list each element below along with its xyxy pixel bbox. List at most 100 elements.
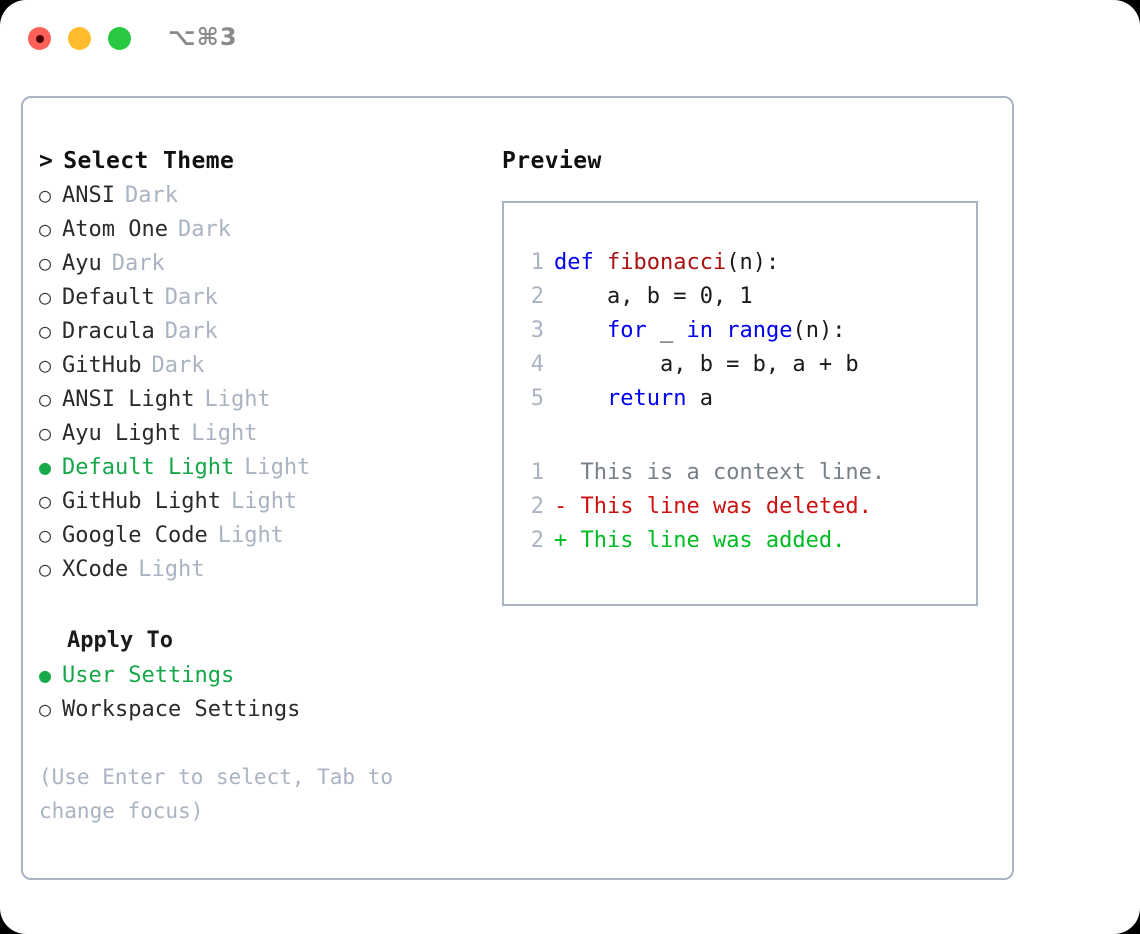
theme-row-badge: Dark bbox=[124, 183, 178, 208]
radio-unselected-icon: ○ bbox=[39, 489, 52, 513]
theme-row-default[interactable]: ○ Default Dark bbox=[39, 280, 489, 314]
keyboard-hint-text: (Use Enter to select, Tab to change focu… bbox=[39, 765, 394, 823]
theme-row-label: Google Code bbox=[62, 523, 208, 548]
diff-line-number: 2 bbox=[530, 494, 544, 519]
apply-to-row-user-settings[interactable]: ● User Settings bbox=[39, 658, 489, 692]
diff-text: This is a context line. bbox=[567, 460, 886, 485]
code-token: return bbox=[606, 386, 687, 411]
radio-unselected-icon: ○ bbox=[39, 523, 52, 547]
code-line-number: 5 bbox=[530, 386, 544, 411]
radio-unselected-icon: ○ bbox=[39, 697, 52, 721]
apply-to-row-label: User Settings bbox=[62, 663, 235, 688]
code-line: 3 for _ in range(n): bbox=[522, 314, 859, 348]
theme-row-label: Dracula bbox=[62, 319, 155, 344]
code-token: a, b = 0, 1 bbox=[554, 284, 753, 309]
apply-to-rows: ● User Settings ○ Workspace Settings bbox=[39, 658, 489, 726]
theme-selector-heading: >Select Theme bbox=[39, 144, 489, 178]
close-window-button[interactable] bbox=[28, 27, 51, 50]
diff-line-number: 2 bbox=[530, 528, 544, 553]
caret-icon: > bbox=[39, 148, 54, 174]
code-token: in bbox=[686, 318, 713, 343]
code-line: 5 return a bbox=[522, 382, 859, 416]
code-line: 4 a, b = b, a + b bbox=[522, 348, 859, 382]
theme-row-badge: Light bbox=[138, 557, 205, 582]
minimize-window-button[interactable] bbox=[68, 27, 91, 50]
theme-row-google-code[interactable]: ○ Google Code Light bbox=[39, 518, 489, 552]
code-token bbox=[554, 318, 607, 343]
radio-unselected-icon: ○ bbox=[39, 353, 52, 377]
radio-unselected-icon: ○ bbox=[39, 387, 52, 411]
radio-selected-icon: ● bbox=[39, 663, 52, 687]
code-token: fibonacci bbox=[606, 250, 727, 275]
diff-marker: + bbox=[554, 528, 568, 553]
theme-row-badge: Dark bbox=[111, 251, 165, 276]
radio-unselected-icon: ○ bbox=[39, 285, 52, 309]
theme-row-badge: Dark bbox=[177, 217, 231, 242]
diff-line: 1 This is a context line. bbox=[522, 456, 885, 490]
theme-row-badge: Light bbox=[217, 523, 284, 548]
radio-selected-icon: ● bbox=[39, 455, 52, 479]
apply-to-row-label: Workspace Settings bbox=[62, 697, 301, 722]
code-token: (n): bbox=[792, 318, 846, 343]
code-line: 2 a, b = 0, 1 bbox=[522, 280, 859, 314]
theme-row-label: Default Light bbox=[62, 455, 235, 480]
diff-line: 2+ This line was added. bbox=[522, 524, 885, 558]
theme-row-label: Atom One bbox=[62, 217, 168, 242]
code-token bbox=[713, 318, 726, 343]
theme-row-ansi-light[interactable]: ○ ANSI Light Light bbox=[39, 382, 489, 416]
apply-to-group: Apply To ● User Settings ○ Workspace Settin… bbox=[39, 624, 489, 726]
close-icon bbox=[35, 34, 44, 43]
radio-unselected-icon: ○ bbox=[39, 183, 52, 207]
theme-row-badge: Light bbox=[191, 421, 258, 446]
theme-row-github-light[interactable]: ○ GitHub Light Light bbox=[39, 484, 489, 518]
theme-row-label: Ayu bbox=[62, 251, 102, 276]
preview-title: Preview bbox=[502, 148, 602, 174]
window-titlebar: ⌥⌘3 bbox=[0, 0, 1140, 78]
diff-line-number: 1 bbox=[530, 460, 544, 485]
theme-row-badge: Dark bbox=[164, 285, 218, 310]
theme-row-atom-one[interactable]: ○ Atom One Dark bbox=[39, 212, 489, 246]
code-token: def bbox=[554, 250, 607, 275]
apply-to-heading: Apply To bbox=[67, 628, 173, 653]
theme-row-xcode[interactable]: ○ XCode Light bbox=[39, 552, 489, 586]
theme-row-label: Ayu Light bbox=[62, 421, 182, 446]
code-token bbox=[554, 386, 607, 411]
code-line-number: 2 bbox=[530, 284, 544, 309]
window-title: ⌥⌘3 bbox=[168, 23, 238, 51]
theme-row-label: ANSI Light bbox=[62, 387, 195, 412]
theme-row-badge: Dark bbox=[151, 353, 205, 378]
maximize-window-button[interactable] bbox=[108, 27, 131, 50]
radio-unselected-icon: ○ bbox=[39, 217, 52, 241]
diff-text: This line was deleted. bbox=[567, 494, 872, 519]
theme-row-label: Default bbox=[62, 285, 155, 310]
radio-unselected-icon: ○ bbox=[39, 557, 52, 581]
theme-row-label: XCode bbox=[62, 557, 129, 582]
diff-marker: - bbox=[554, 494, 568, 519]
code-token: (n): bbox=[726, 250, 780, 275]
code-token: for bbox=[606, 318, 647, 343]
theme-row-label: GitHub Light bbox=[62, 489, 221, 514]
radio-unselected-icon: ○ bbox=[39, 251, 52, 275]
code-token: _ bbox=[646, 318, 687, 343]
theme-row-badge: Dark bbox=[164, 319, 218, 344]
diff-sample: 1 This is a context line.2- This line wa… bbox=[522, 456, 885, 558]
theme-row-ayu[interactable]: ○ Ayu Dark bbox=[39, 246, 489, 280]
code-token: a, b = b, a + b bbox=[554, 352, 859, 377]
code-line-number: 1 bbox=[530, 250, 544, 275]
diff-line: 2- This line was deleted. bbox=[522, 490, 885, 524]
apply-to-row-workspace-settings[interactable]: ○ Workspace Settings bbox=[39, 692, 489, 726]
theme-row-badge: Light bbox=[204, 387, 271, 412]
theme-row-badge: Light bbox=[230, 489, 298, 514]
